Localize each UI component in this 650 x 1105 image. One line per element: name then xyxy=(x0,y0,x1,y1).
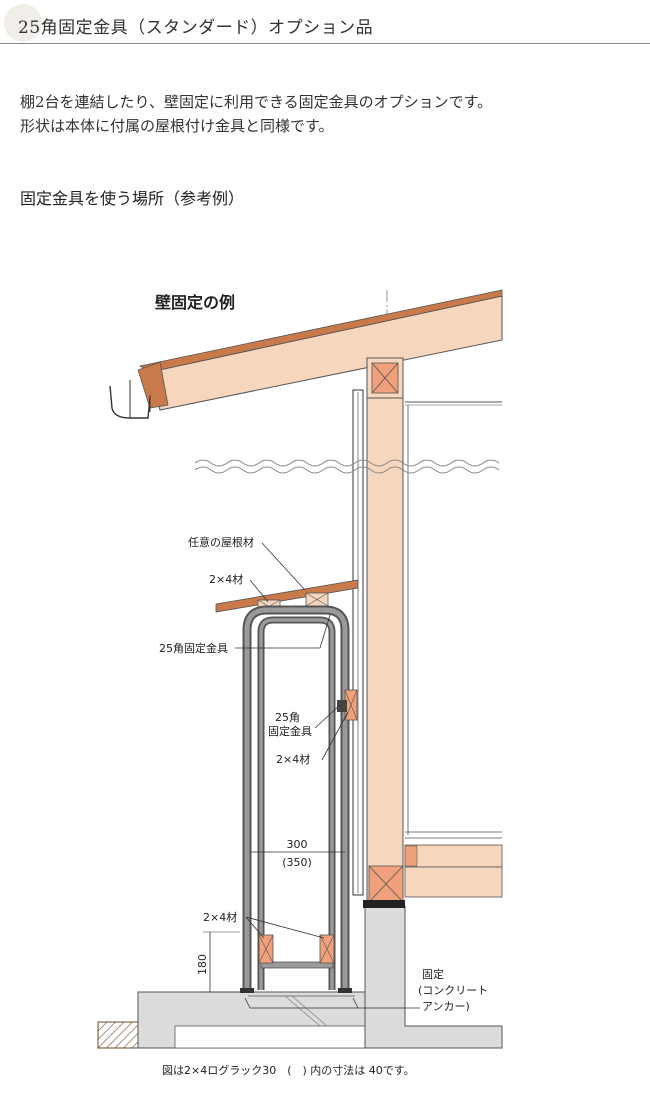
height-dimension: 180 xyxy=(196,954,209,975)
label-2x4-top: 2×4材 xyxy=(209,572,243,586)
sill-plate xyxy=(363,900,405,908)
label-2x4-mid: 2×4材 xyxy=(276,752,310,766)
width-dimension: 300 xyxy=(287,838,308,851)
bottom-crossbar xyxy=(260,961,334,969)
slab-void xyxy=(174,1025,366,1049)
ground-hatch xyxy=(97,1021,139,1049)
page-title: 25角固定金具（スタンダード）オプション品 xyxy=(18,18,374,38)
wall-bracket xyxy=(337,700,347,712)
label-bracket-top: 25角固定金具 xyxy=(159,641,228,655)
label-2x4-bottom: 2×4材 xyxy=(203,910,237,924)
label-fix-2: (コンクリート xyxy=(418,984,488,997)
intro-line-1: 棚2台を連結したり、壁固定に利用できる固定金具のオプションです。 xyxy=(20,93,493,111)
floor-joist xyxy=(404,844,503,868)
header-divider xyxy=(0,43,650,44)
page-header: 25角固定金具（スタンダード）オプション品 xyxy=(0,0,650,44)
section-title: 固定金具を使う場所（参考例） xyxy=(20,189,245,208)
label-bracket-mid-2: 固定金具 xyxy=(268,724,312,738)
house-post xyxy=(366,359,404,906)
intro-line-2: 形状は本体に付属の屋根付け金具と同様です。 xyxy=(20,117,334,135)
diagram-caption: 図は2×4ログラック30 ( ) 内の寸法は 40です。 xyxy=(162,1063,415,1077)
intro-text: 棚2台を連結したり、壁固定に利用できる固定金具のオプションです。 形状は本体に付… xyxy=(20,90,492,138)
break-line-bottom xyxy=(194,466,500,474)
label-roof-material: 任意の屋根材 xyxy=(188,535,254,549)
rack-roof-board xyxy=(215,579,359,613)
rack-frame-inner xyxy=(257,616,336,990)
label-bracket-mid-1: 25角 xyxy=(275,711,300,724)
label-fix-1: 固定 xyxy=(422,967,444,981)
break-line-top xyxy=(194,459,500,467)
header-circle-decoration xyxy=(4,4,42,42)
width-dimension-alt: (350) xyxy=(282,856,312,869)
diagram-title: 壁固定の例 xyxy=(155,293,235,312)
sill-beam xyxy=(404,866,503,898)
label-fix-3: アンカー) xyxy=(422,1000,470,1013)
